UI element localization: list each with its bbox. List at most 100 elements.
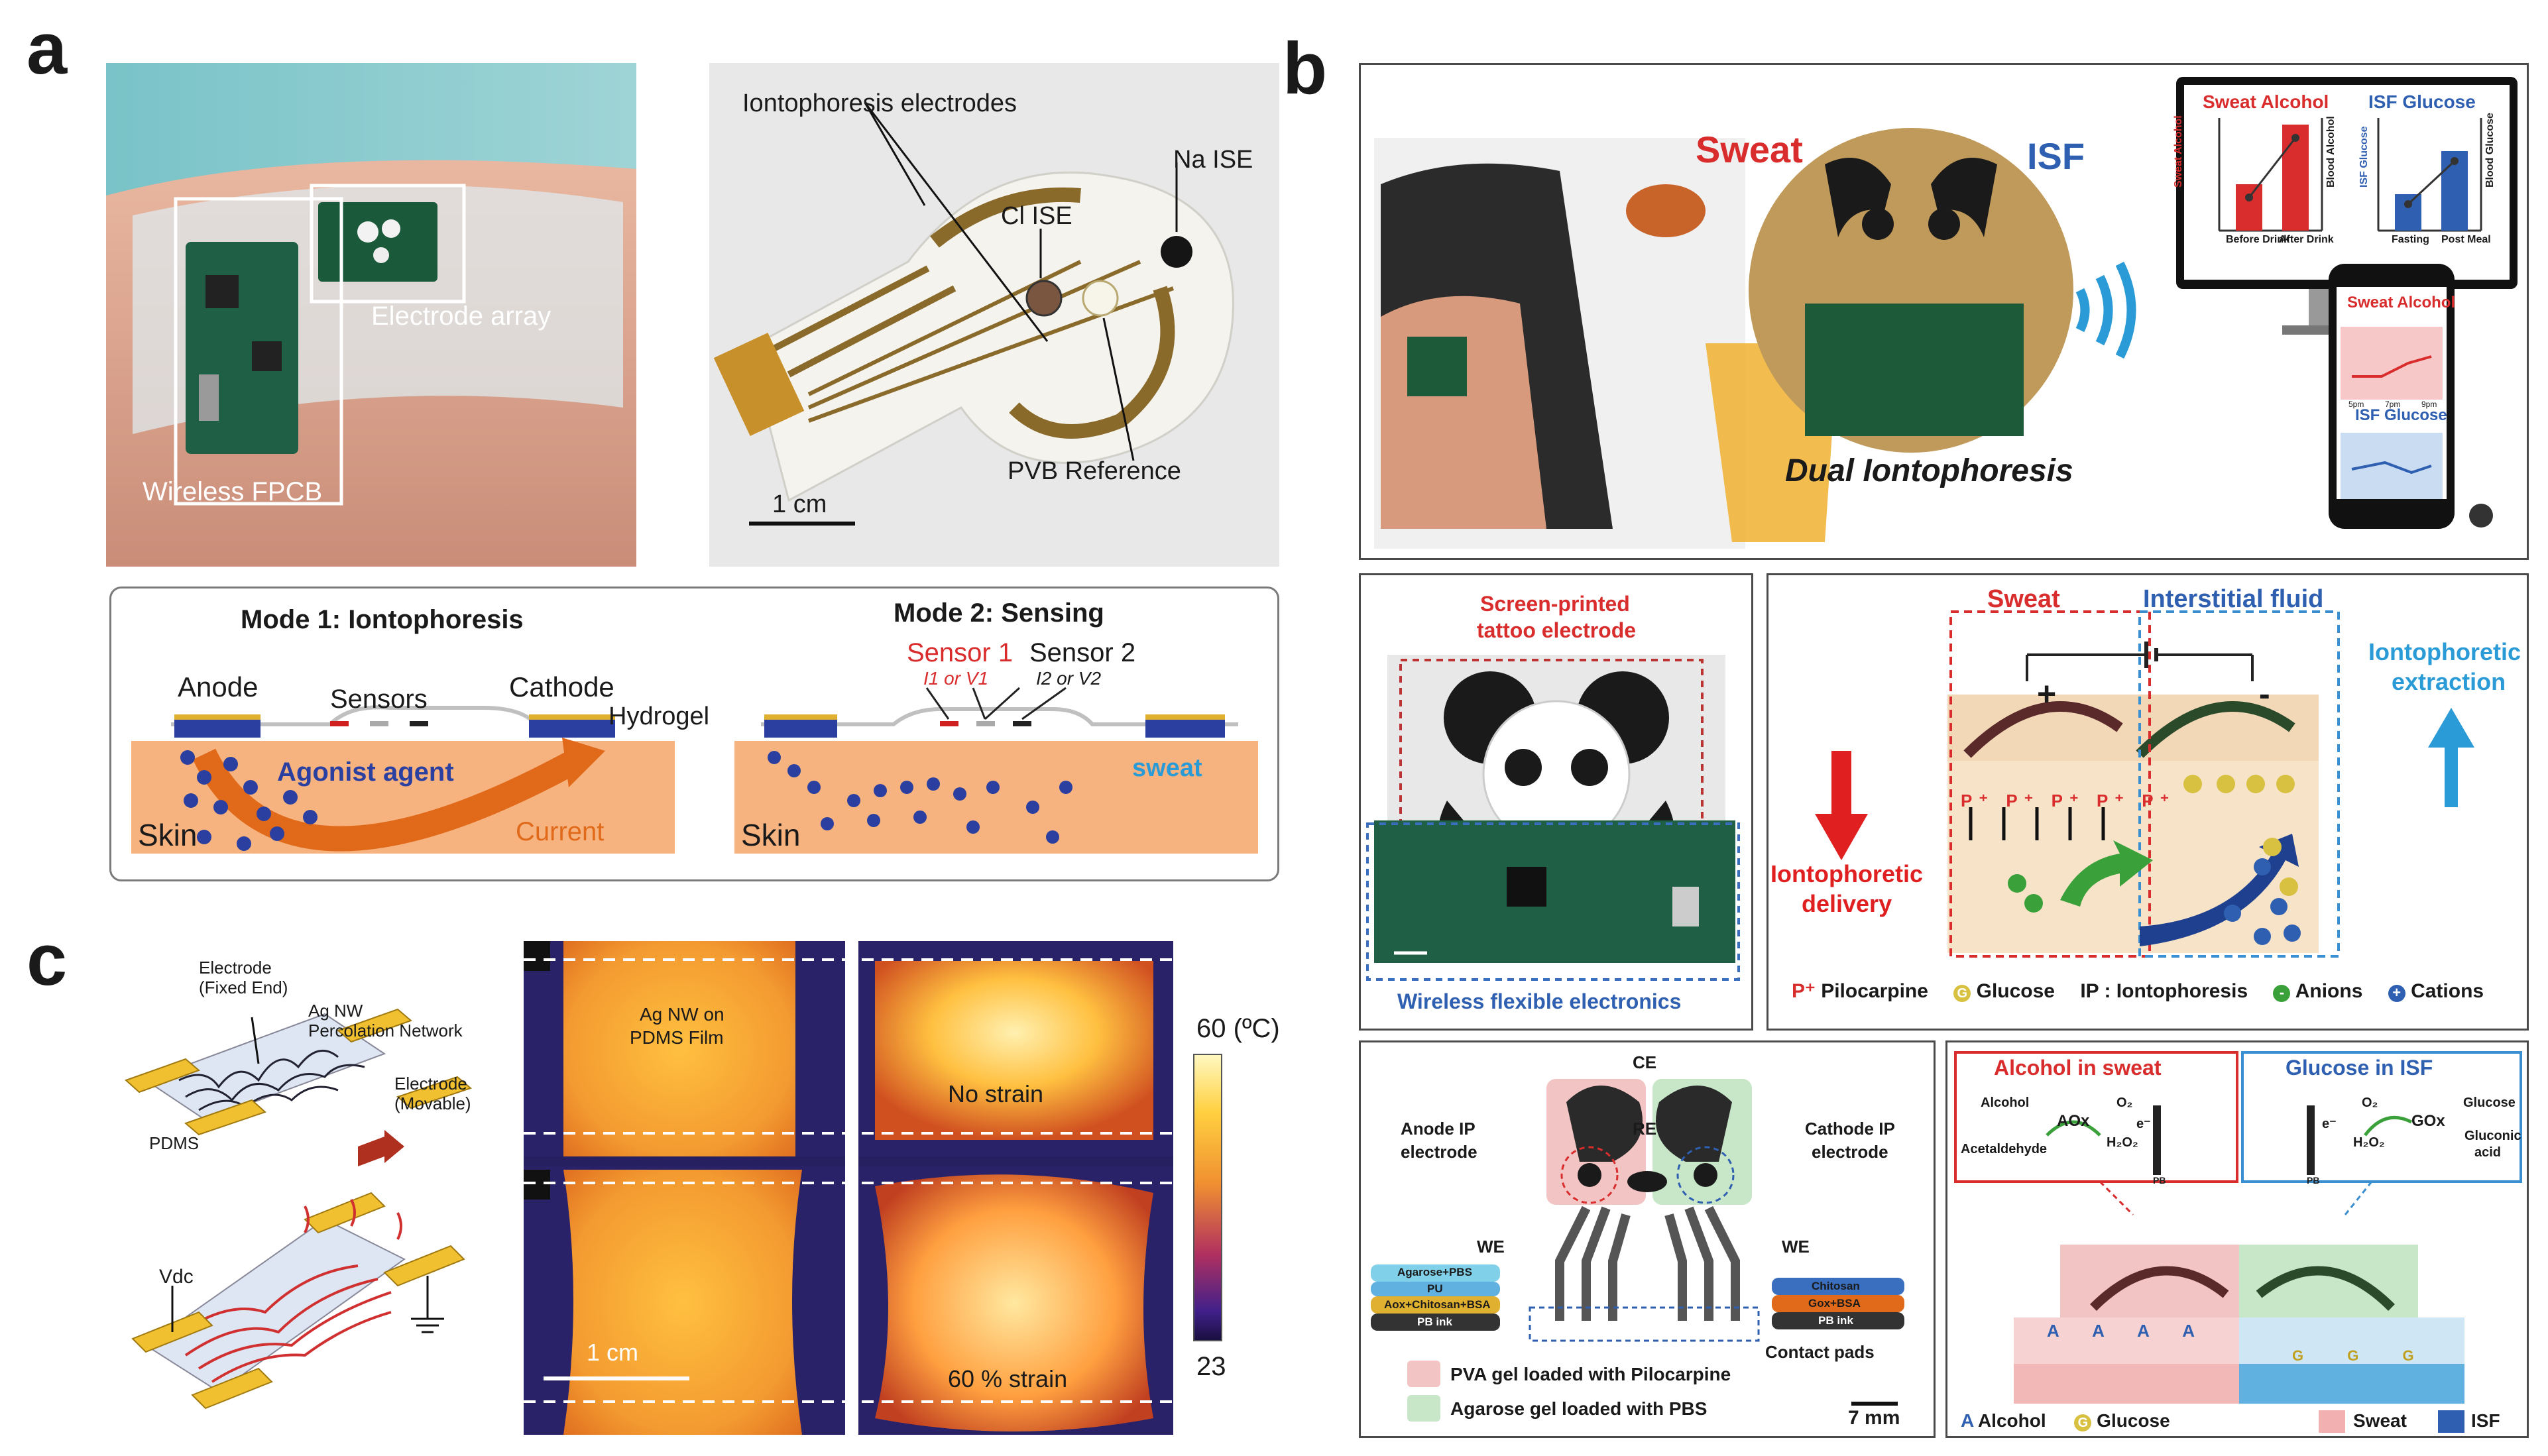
legend-glucose2: Glucose: [2097, 1410, 2170, 1431]
h2o2-left: H₂O₂: [2107, 1135, 2138, 1150]
chart2-ylabel: ISF Glucose: [2358, 126, 2370, 188]
chart2-cat-fasting: Fasting: [2392, 234, 2429, 245]
gluconic-line1: Gluconic: [2464, 1129, 2521, 1143]
legend-anions: Anions: [2295, 980, 2363, 1002]
legend-isf: ISF: [2471, 1410, 2500, 1431]
mode1-title: Mode 1: Iontophoresis: [241, 605, 524, 634]
o2-left: O₂: [2116, 1095, 2133, 1110]
glucose-substrate: Glucose: [2463, 1095, 2516, 1110]
phone-tick-3: 9pm: [2421, 400, 2437, 409]
anode-ip-line2: electrode: [1401, 1142, 1477, 1162]
p-marker: P⁺: [2142, 791, 2176, 811]
stack-right-3: PB ink: [1818, 1314, 1853, 1327]
mode2-skin-label: Skin: [741, 818, 801, 852]
p-marker: P⁺: [2096, 791, 2131, 811]
legend-pilocarpine: Pilocarpine: [1821, 980, 1928, 1002]
p-marker: P⁺: [1961, 791, 1995, 811]
ce-label: CE: [1633, 1052, 1657, 1072]
legend-glucose-symbol: G: [1953, 985, 1971, 1002]
hydrogel-label: Hydrogel: [608, 702, 710, 730]
agnw-network-line1: Ag NW: [308, 1001, 363, 1021]
alcohol-substrate: Alcohol: [1981, 1095, 2030, 1110]
contact-pads-label: Contact pads: [1765, 1342, 1875, 1362]
legend-alcohol: Alcohol: [1977, 1410, 2046, 1431]
na-ise-label: Na ISE: [1173, 146, 1253, 174]
stack-left-1: Agarose+PBS: [1397, 1266, 1472, 1278]
legend-iontophoresis: IP : Iontophoresis: [2080, 980, 2248, 1002]
pdms-label: PDMS: [149, 1133, 200, 1153]
device-scale-label: 1 cm: [772, 490, 827, 518]
plus-sign: +: [2037, 675, 2057, 712]
mech-legend: P⁺ Pilocarpine G Glucose IP : Iontophore…: [1792, 980, 2484, 1003]
layout-scale-label: 7 mm: [1848, 1407, 1900, 1429]
we-right-label: WE: [1782, 1237, 1810, 1257]
a-marker: A: [2092, 1321, 2118, 1341]
stack-left-4: PB ink: [1417, 1316, 1452, 1328]
sensor2-sub: I2 or V2: [1036, 668, 1102, 689]
legend-pva: PVA gel loaded with Pilocarpine: [1450, 1364, 1731, 1384]
isf-title: ISF: [2027, 135, 2085, 177]
device-photo: Iontophoresis electrodes Na ISE Cl ISE P…: [709, 63, 1279, 567]
legend-agarose: Agarose gel loaded with PBS: [1450, 1398, 1708, 1419]
monitor-chart2-title: ISF Glucose: [2368, 91, 2476, 112]
cathode-ip-line2: electrode: [1812, 1142, 1888, 1162]
sensing-reaction-box: Alcohol in sweat Glucose in ISF Alcohol …: [1945, 1040, 2529, 1438]
no-strain-label: No strain: [948, 1080, 1044, 1107]
chart1-cat-before: Before Drink: [2226, 234, 2290, 245]
isf-glucose-bar-fasting: [2395, 194, 2421, 231]
electrode-fixed-line2: (Fixed End): [199, 978, 288, 997]
anode-ip-line1: Anode IP: [1401, 1119, 1476, 1139]
extraction-line2: extraction: [2392, 668, 2506, 695]
acetaldehyde-label: Acetaldehyde: [1961, 1142, 2048, 1156]
tattoo-electrode-box: Screen-printed tattoo electrode Wireless…: [1359, 573, 1753, 1031]
phone-chart2-title: ISF Glucose: [2355, 406, 2447, 424]
chart1-cat-after: After Drink: [2279, 234, 2334, 245]
pb-right: PB: [2307, 1175, 2320, 1186]
thermal-scale-label: 1 cm: [587, 1339, 639, 1366]
current-label: Current: [516, 817, 605, 846]
iontophoresis-mechanism-box: Sweat Interstitial fluid + - P⁺ P⁺ P⁺ P⁺…: [1766, 573, 2529, 1031]
alcohol-markers: A A A A: [2047, 1321, 2209, 1341]
gluconic-line2: acid: [2474, 1145, 2502, 1160]
p-marker: P⁺: [2006, 791, 2040, 811]
panel-letter-c: c: [27, 919, 68, 1001]
g-marker: G: [2292, 1347, 2324, 1364]
thermal-images: Ag NW on PDMS Film No strain 60 % strain…: [524, 941, 1173, 1435]
temperature-colorbar: [1193, 1054, 1222, 1341]
monitor-chart1-title: Sweat Alcohol: [2203, 91, 2329, 112]
e-right: e⁻: [2322, 1117, 2337, 1131]
chart1-ylabel: Sweat Alcohol: [2173, 115, 2184, 188]
arm-photo: Electrode array Wireless FPCB: [106, 63, 636, 567]
mech-sweat-label: Sweat: [1987, 585, 2060, 613]
legend-pilocarpine-symbol: P⁺: [1792, 980, 1816, 1002]
o2-right: O₂: [2362, 1095, 2378, 1110]
iontophoresis-electrodes-label: Iontophoresis electrodes: [742, 89, 1017, 117]
panel-letter-a: a: [27, 8, 68, 89]
delivery-line1: Iontophoretic: [1770, 860, 1923, 887]
g-marker: G: [2402, 1347, 2434, 1364]
pvb-reference-label: PVB Reference: [1008, 457, 1181, 485]
legend-anion-symbol: -: [2273, 985, 2291, 1002]
dual-iontophoresis-box: Sweat Alcohol ISF Glucose Sweat Alcohol …: [1359, 63, 2529, 560]
sensor2-label: Sensor 2: [1029, 638, 1136, 667]
tattoo-title-line2: tattoo electrode: [1477, 618, 1637, 642]
delivery-line2: delivery: [1802, 890, 1892, 917]
electrode-array-label: Electrode array: [371, 302, 551, 331]
electrode-movable-line2: (Movable): [394, 1093, 471, 1113]
a-marker: A: [2047, 1321, 2073, 1341]
mode2-title: Mode 2: Sensing: [894, 598, 1104, 628]
re-label: RE: [1633, 1119, 1657, 1139]
legend-cation-symbol: +: [2388, 985, 2405, 1002]
mode1-skin-label: Skin: [138, 818, 198, 852]
dual-iontophoresis-label: Dual Iontophoresis: [1785, 453, 2073, 488]
e-left: e⁻: [2136, 1117, 2151, 1131]
h2o2-right: H₂O₂: [2353, 1135, 2385, 1150]
vdc-label: Vdc: [159, 1266, 194, 1288]
chart2-y2label: Blood Glucose: [2484, 113, 2496, 188]
wireless-fpcb-label: Wireless FPCB: [143, 477, 323, 506]
panel-letter-b: b: [1283, 28, 1328, 109]
minus-sign: -: [2259, 675, 2270, 712]
cathode-ip-line1: Cathode IP: [1805, 1119, 1895, 1139]
agnw-film-line2: PDMS Film: [630, 1027, 724, 1048]
a-marker: A: [2137, 1321, 2164, 1341]
